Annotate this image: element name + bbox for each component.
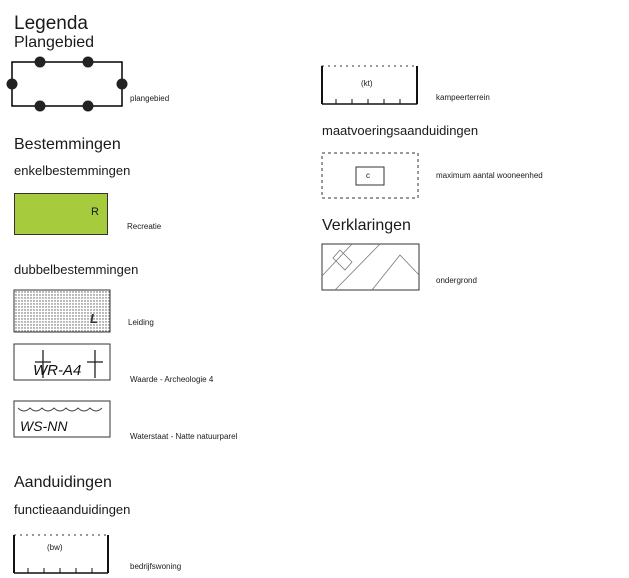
waterstaat-code: WS-NN [20,418,68,434]
aanduidingen-heading: Aanduidingen [14,474,112,491]
plangebied-label: plangebied [130,94,170,103]
waarde-label: Waarde - Archeologie 4 [130,375,214,384]
legend-title: Legenda [14,13,88,34]
bestemmingen-heading: Bestemmingen [14,136,121,153]
recreatie-code: R [91,206,99,218]
waterstaat-label: Waterstaat - Natte natuurparel [130,432,238,441]
recreatie-swatch: R [14,193,108,235]
maatvoering-label: maximum aantal wooneenhed [436,171,543,180]
verklaringen-heading: Verklaringen [322,217,411,234]
bedrijfswoning-code: (bw) [47,543,63,552]
waarde-code: WR-A4 [33,362,82,379]
plangebied-heading: Plangebied [14,34,95,51]
functieaanduidingen-heading: functieaanduidingen [14,502,131,517]
ondergrond-label: ondergrond [436,276,477,285]
recreatie-label: Recreatie [127,222,162,231]
bedrijfswoning-label: bedrijfswoning [130,562,182,571]
leiding-code: L [90,311,98,326]
kampeerterrein-label: kampeerterrein [436,93,490,102]
kampeerterrein-code: (kt) [361,79,373,88]
dubbelbestemmingen-heading: dubbelbestemmingen [14,262,139,277]
enkelbestemmingen-heading: enkelbestemmingen [14,163,131,178]
maatvoering-code: c [366,171,370,180]
maatvoeringsaanduidingen-heading: maatvoeringsaanduidingen [322,123,479,138]
leiding-label: Leiding [128,318,154,327]
